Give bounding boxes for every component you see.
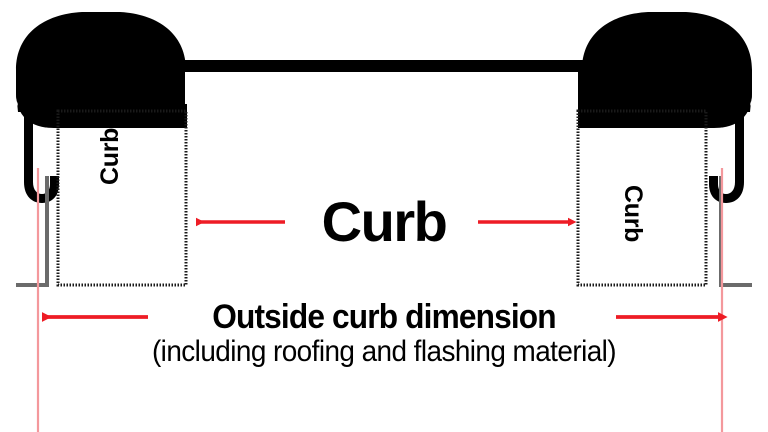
- curb-opening: [185, 72, 578, 114]
- roof-return-left: [57, 104, 187, 128]
- roof-return-right: [578, 104, 708, 128]
- counterflashing-hook-right: [709, 112, 744, 203]
- curb-box-left: [56, 109, 188, 287]
- counterflashing-hook-left: [24, 112, 59, 203]
- outside-curb-dimension-subtitle: (including roofing and flashing material…: [151, 335, 617, 368]
- curb-label-left: Curb: [96, 127, 124, 185]
- flashing-lines-left: [16, 176, 49, 287]
- curb-box-right: [576, 109, 708, 287]
- curb-label-center: Curb: [321, 190, 448, 253]
- outside-curb-dimension-title: Outside curb dimension: [212, 298, 556, 336]
